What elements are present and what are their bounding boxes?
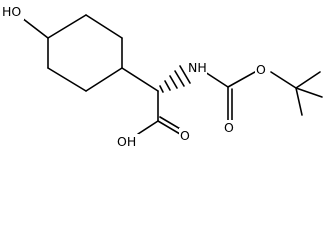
amine-to-carbamate-carbon-bond (204, 71, 229, 88)
acid-carbonyl-oxygen-label-bg (179, 128, 193, 144)
hash-2 (164, 80, 171, 91)
ring-bond-1 (47, 14, 87, 39)
carboxyl-carbonyl-bond-b (159, 116, 183, 131)
ester-oxygen-label: O (256, 62, 266, 77)
ester-oxygen-label-bg (255, 62, 269, 78)
ring-bond-2 (85, 14, 123, 39)
hydroxyl-label: HO (2, 4, 21, 19)
molecule-structure: HO NH O O OH O (1, 4, 323, 150)
tert-butyl-methyl-top (295, 71, 321, 89)
carboxyl-carbonyl-bond-a (157, 120, 181, 135)
acid-carbonyl-oxygen-label: O (180, 128, 190, 143)
carbamate-carbon-to-ester-oxygen-bond (227, 71, 256, 88)
ester-oxygen-to-tert-butyl-bond (270, 71, 297, 89)
amine-label: NH (188, 60, 207, 75)
carbamate-carbonyl-oxygen-label: O (224, 120, 234, 135)
cyclohexane-ring (47, 14, 123, 92)
ring-to-hydroxyl-bond (21, 17, 49, 39)
hash-5 (179, 65, 191, 84)
hydroxyl-label-bg (1, 4, 24, 20)
acid-hydroxyl-label: OH (117, 134, 136, 149)
tert-butyl-methyl-bottom (295, 87, 303, 116)
hashed-wedge-bond (159, 65, 191, 93)
carbamate-carbonyl-oxygen-label-bg (223, 120, 237, 136)
amine-label-bg (187, 60, 207, 76)
hash-4 (174, 70, 185, 87)
hash-3 (169, 75, 178, 89)
acid-hydroxyl-label-bg (116, 134, 139, 150)
ring-bond-5 (47, 67, 87, 92)
ring-to-alpha-carbon-bond (121, 67, 159, 92)
hash-1 (159, 85, 164, 93)
carboxyl-hydroxyl-bond (137, 120, 159, 135)
tert-butyl-methyl-right (295, 87, 323, 98)
ring-bond-4 (85, 67, 123, 92)
